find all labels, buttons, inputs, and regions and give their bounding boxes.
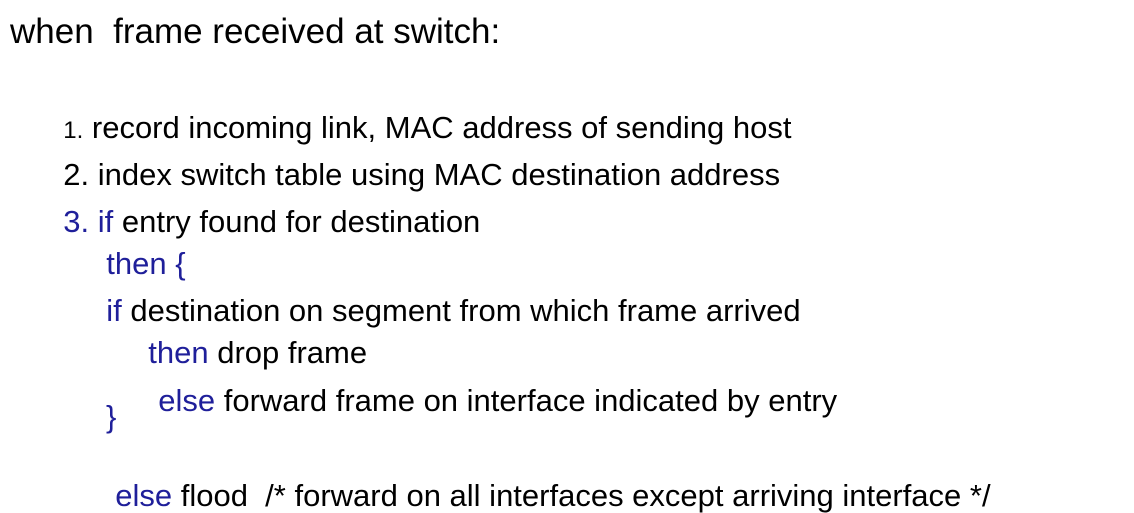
inner-if-line: if destination on segment from which fra… [89,264,801,328]
inner-else-text: forward frame on interface indicated by … [223,383,838,418]
inner-if-keyword: if [106,293,122,328]
inner-then-keyword: then [148,335,209,370]
then-open-line: then { [89,217,186,281]
inner-then-text: drop frame [217,335,368,370]
step-2-number: 2. [63,157,90,192]
outer-else-keyword: else [115,478,173,513]
then-keyword: then [106,246,167,281]
step-3-keyword: if [97,204,114,239]
close-brace: } [106,399,117,434]
step-1: 1. record incoming link, MAC address of … [46,81,791,143]
inner-then-line: then drop frame [131,306,367,368]
outer-else-text: flood /* forward on all interfaces excep… [180,478,991,513]
step-1-text: record incoming link, MAC address of sen… [91,110,792,145]
step-3-number: 3. [63,204,90,239]
inner-else-keyword: else [158,383,216,418]
page-title: when frame received at switch: [10,12,501,51]
open-brace: { [175,246,186,281]
step-3-text: entry found for destination [121,204,481,239]
inner-else-line: else forward frame on interface indicate… [141,354,837,416]
step-3: 3. if entry found for destination [46,175,480,237]
step-1-number: 1. [63,117,84,144]
outer-else-line: else flood /* forward on all interfaces … [98,449,991,513]
inner-if-text: destination on segment from which frame … [130,293,801,328]
step-2: 2. index switch table using MAC destinat… [46,128,780,190]
step-2-text: index switch table using MAC destination… [97,157,781,192]
